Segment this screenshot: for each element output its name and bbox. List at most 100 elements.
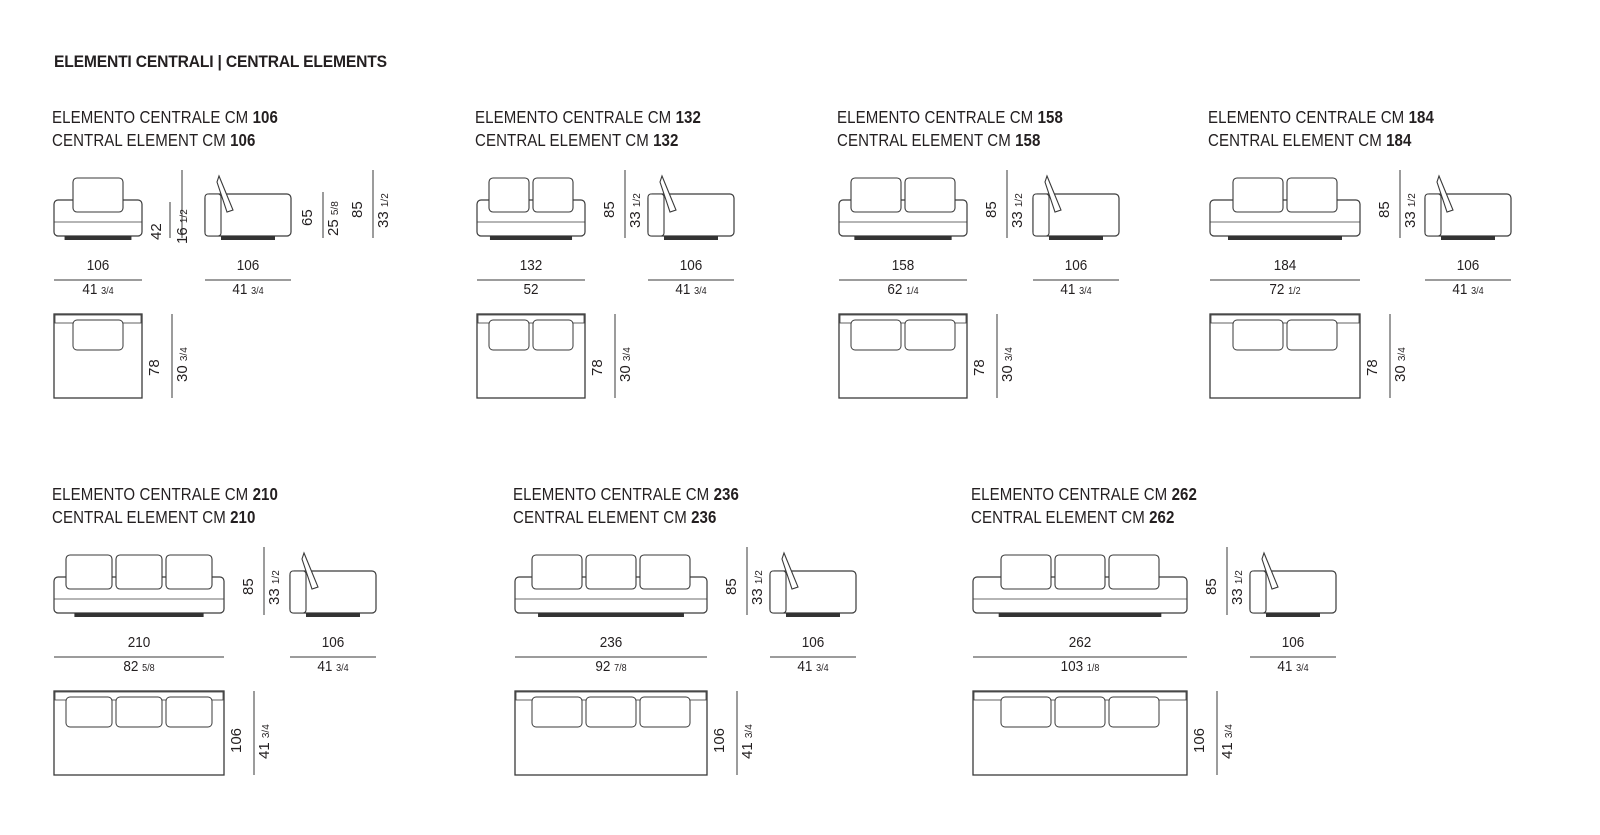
side-plinth [664, 236, 718, 240]
caption-english-prefix: CENTRAL ELEMENT CM [52, 507, 226, 527]
caption-italian-size: 158 [1037, 107, 1063, 127]
width-cm-label-value: 184 [1273, 257, 1297, 274]
height-in-label-fraction: 1/2 [1407, 193, 1418, 208]
back-cushion [1232, 177, 1284, 213]
plan-back [973, 691, 1187, 701]
depth-cm-label: 106 [294, 634, 371, 651]
sofa-plinth [854, 236, 952, 240]
back-cushion [531, 554, 583, 590]
width-cm-label-value: 262 [1068, 634, 1092, 651]
caption-english: CENTRAL ELEMENT CM 210 [52, 506, 278, 529]
back-cushion [1000, 554, 1052, 590]
width-in-label-whole: 41 [82, 281, 98, 298]
front-view [1209, 177, 1361, 240]
depth-in-label: 41 3/4 [1037, 281, 1114, 298]
back-cushion [850, 177, 902, 213]
caption-italian-size: 236 [713, 484, 739, 504]
plan-depth-in-label: 30 3/4 [999, 347, 1016, 382]
plan-depth-cm-label: 106 [1191, 728, 1208, 753]
plan-cushion [1286, 319, 1338, 351]
sofa-plinth [998, 613, 1162, 617]
plan-depth-cm-label-value: 78 [589, 359, 606, 376]
plan-cushion [115, 696, 163, 728]
plan-depth-in-label-whole: 30 [174, 365, 191, 382]
height-cm-label-value: 85 [723, 578, 740, 595]
caption-italian: ELEMENTO CENTRALE CM 132 [475, 106, 701, 129]
caption-english-prefix: CENTRAL ELEMENT CM [971, 507, 1145, 527]
caption-italian: ELEMENTO CENTRALE CM 158 [837, 106, 1063, 129]
caption-english-size: 262 [1149, 507, 1175, 527]
height-cm-label: 85 [1376, 201, 1393, 218]
arm-height-in-label-fraction: 5/8 [330, 201, 341, 216]
arm-height-in-label-whole: 25 [325, 219, 342, 236]
plan-depth-in-label-fraction: 3/4 [1004, 347, 1015, 362]
plan-view [53, 690, 225, 776]
width-in-label-fraction: 1/2 [1288, 286, 1301, 297]
height-in-label-fraction: 1/2 [754, 570, 765, 585]
side-back [647, 193, 665, 237]
width-in-label: 92 7/8 [525, 658, 698, 675]
sofa-base [476, 199, 586, 237]
depth-in-label-fraction: 3/4 [1079, 286, 1092, 297]
plan-depth-cm-label: 78 [971, 359, 988, 376]
back-cushion [532, 177, 574, 213]
plan-depth-cm-label: 78 [589, 359, 606, 376]
arm-height-cm-label-value: 65 [299, 209, 316, 226]
plan-cushion [165, 696, 213, 728]
caption-italian-prefix: ELEMENTO CENTRALE CM [52, 484, 249, 504]
side-view [1424, 174, 1512, 240]
side-back [1249, 570, 1267, 614]
height-in-label-fraction: 1/2 [1014, 193, 1025, 208]
caption-english-size: 106 [230, 130, 256, 150]
width-cm-label-value: 106 [86, 257, 110, 274]
width-cm-label-value: 236 [599, 634, 623, 651]
side-plinth [1441, 236, 1495, 240]
plan-view [476, 313, 586, 399]
side-view [647, 174, 735, 240]
sofa-base [972, 576, 1188, 614]
caption-italian-prefix: ELEMENTO CENTRALE CM [1208, 107, 1405, 127]
back-height-cm-label-value: 85 [349, 201, 366, 218]
plan-depth-in-label-whole: 41 [1219, 742, 1236, 759]
height-cm-label: 85 [240, 578, 257, 595]
height-in-label-whole: 33 [749, 588, 766, 605]
height-in-label-whole: 33 [1402, 211, 1419, 228]
sofa-plinth [64, 236, 132, 240]
width-in-label: 82 5/8 [63, 658, 216, 675]
plan-cushion [639, 696, 691, 728]
depth-cm-label-value: 106 [801, 634, 825, 651]
plan-outline [1209, 313, 1361, 399]
width-in-label: 41 3/4 [58, 281, 137, 298]
caption-italian-prefix: ELEMENTO CENTRALE CM [513, 484, 710, 504]
plan-view [1209, 313, 1361, 399]
caption-english: CENTRAL ELEMENT CM 184 [1208, 129, 1434, 152]
side-view [289, 551, 377, 617]
depth-in-label-fraction: 3/4 [694, 286, 707, 297]
front-view [476, 177, 586, 240]
back-height-cm-label: 85 [349, 201, 366, 218]
plan-depth-cm-label-value: 106 [1191, 727, 1208, 753]
plan-cushion [850, 319, 902, 351]
plan-outline [514, 690, 708, 776]
width-in-label-fraction: 1/4 [906, 286, 919, 297]
height-cm-label: 85 [983, 201, 1000, 218]
plan-depth-in-label: 41 3/4 [256, 724, 273, 759]
depth-in-label-fraction: 3/4 [251, 286, 264, 297]
front-view [514, 554, 708, 617]
plan-depth-cm-label-value: 106 [228, 727, 245, 753]
plan-back [1210, 314, 1360, 324]
height-in-label-fraction: 1/2 [1234, 570, 1245, 585]
plan-cushion [532, 319, 574, 351]
height-cm-label-value: 85 [1203, 578, 1220, 595]
caption-italian: ELEMENTO CENTRALE CM 106 [52, 106, 278, 129]
sofa-base [53, 199, 143, 237]
plan-cushion [65, 696, 113, 728]
caption-english-prefix: CENTRAL ELEMENT CM [837, 130, 1011, 150]
caption-english: CENTRAL ELEMENT CM 262 [971, 506, 1197, 529]
side-base [769, 570, 857, 614]
arm-height-in-label: 25 5/8 [325, 201, 342, 236]
plan-cushion [1232, 319, 1284, 351]
depth-in-label-whole: 41 [1277, 658, 1293, 675]
